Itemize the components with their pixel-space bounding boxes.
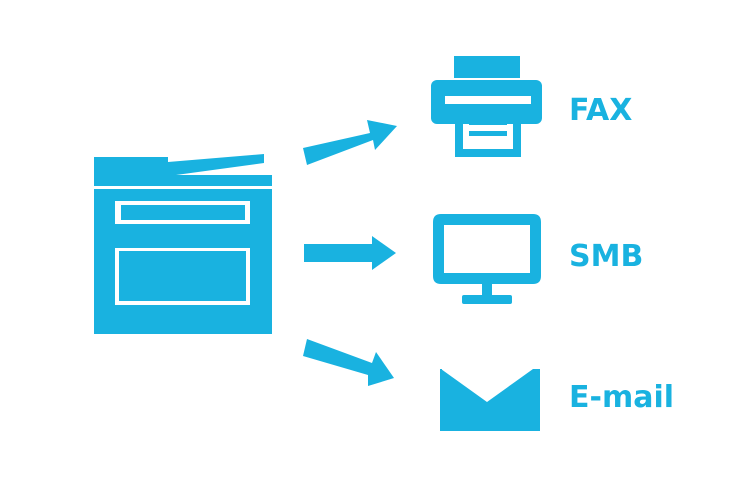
fax-machine-icon xyxy=(431,56,542,157)
monitor-icon xyxy=(433,214,541,304)
email-label: E-mail xyxy=(569,380,675,415)
arrow-to-fax xyxy=(303,120,397,165)
smb-label: SMB xyxy=(569,239,644,274)
arrow-to-smb xyxy=(304,236,396,270)
multifunction-printer-icon xyxy=(94,154,272,334)
arrow-to-email xyxy=(303,339,394,386)
fax-label: FAX xyxy=(569,93,633,128)
envelope-icon xyxy=(440,369,540,431)
